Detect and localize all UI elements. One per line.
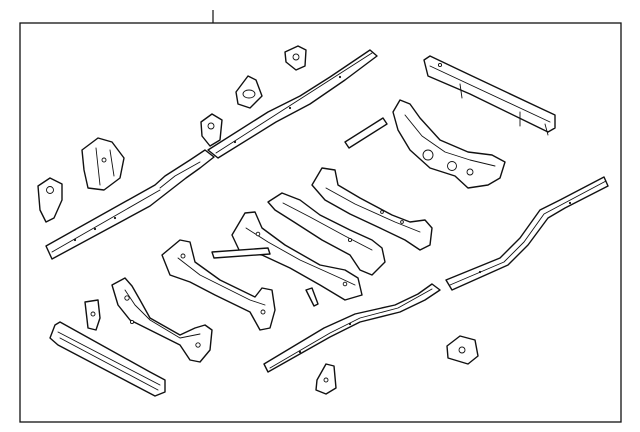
- front-bumper-reinforcement: [49, 299, 166, 397]
- left-frame-rail: [45, 49, 378, 260]
- transmission-crossmember: [311, 167, 433, 251]
- crossmember-rear: [267, 192, 386, 276]
- center-crossmember-a: [161, 239, 276, 331]
- rear-bracket: [315, 335, 479, 395]
- center-crossmember-b: [211, 211, 363, 307]
- rear-crossmember-plate: [392, 99, 506, 189]
- body-mount-brackets: [37, 45, 307, 223]
- right-frame-rail: [263, 176, 609, 373]
- tube-crossmember: [344, 117, 388, 149]
- diagram-frame: [19, 22, 622, 423]
- rear-bumper-reinforcement: [423, 55, 556, 136]
- front-crossmember: [111, 277, 213, 363]
